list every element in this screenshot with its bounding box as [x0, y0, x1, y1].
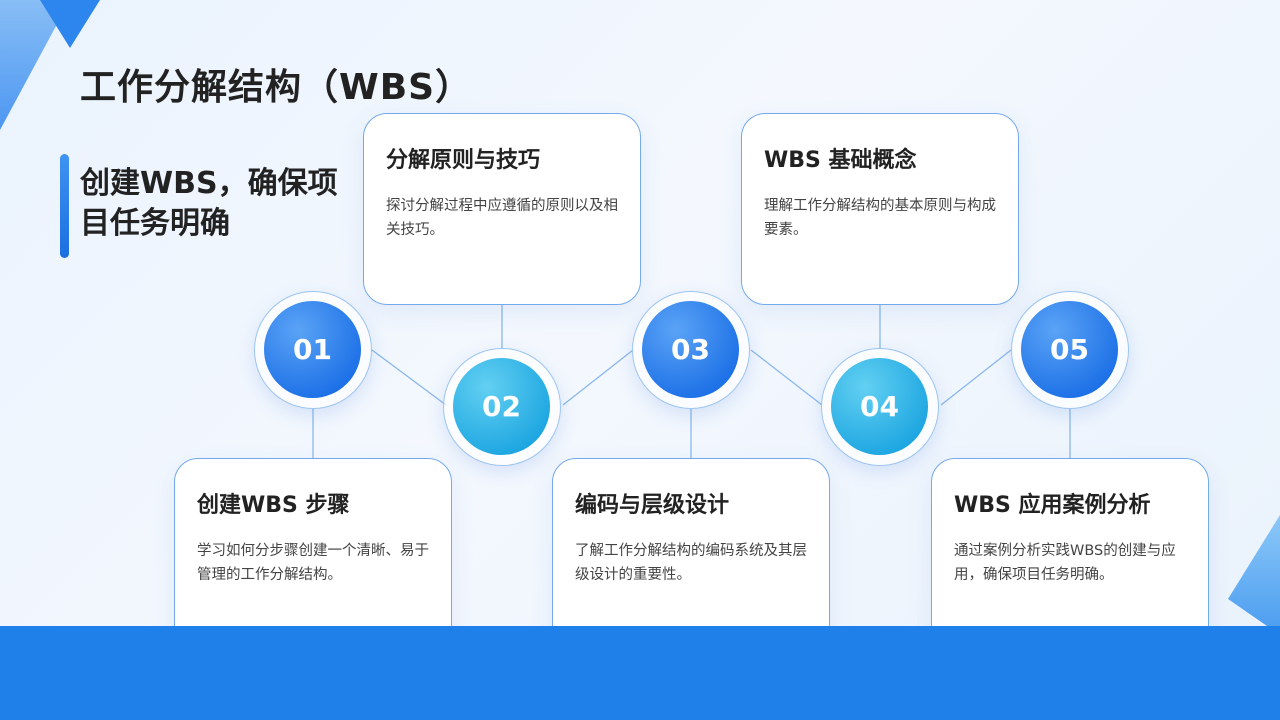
subtitle-accent-bar [60, 154, 69, 258]
step-node-04: 04 [821, 348, 939, 466]
step-number: 01 [264, 301, 361, 398]
step-number: 05 [1021, 301, 1118, 398]
step-card-desc: 通过案例分析实践WBS的创建与应用，确保项目任务明确。 [954, 543, 1176, 583]
step-number: 02 [453, 358, 550, 455]
step-card-desc: 理解工作分解结构的基本原则与构成要素。 [764, 198, 996, 238]
step-card-04: WBS 基础概念 理解工作分解结构的基本原则与构成要素。 [741, 113, 1019, 305]
step-node-01: 01 [254, 291, 372, 409]
footer-bar [0, 626, 1280, 720]
step-number: 04 [831, 358, 928, 455]
step-card-desc: 了解工作分解结构的编码系统及其层级设计的重要性。 [575, 543, 807, 583]
step-card-title: 创建WBS 步骤 [197, 493, 350, 518]
connector-04-05 [940, 349, 1012, 406]
step-card-title: 分解原则与技巧 [386, 148, 541, 173]
step-number: 03 [642, 301, 739, 398]
page-subtitle: 创建WBS，确保项目任务明确 [80, 166, 338, 241]
connector-03-04 [750, 349, 823, 406]
step-card-05: WBS 应用案例分析 通过案例分析实践WBS的创建与应用，确保项目任务明确。 [931, 458, 1209, 648]
connector-01-02 [371, 349, 447, 406]
step-card-title: WBS 应用案例分析 [954, 493, 1151, 518]
step-card-title: WBS 基础概念 [764, 148, 917, 173]
step-card-desc: 探讨分解过程中应遵循的原则以及相关技巧。 [386, 198, 618, 238]
step-node-02: 02 [443, 348, 561, 466]
step-node-05: 05 [1011, 291, 1129, 409]
step-card-title: 编码与层级设计 [575, 493, 730, 518]
page-title: 工作分解结构（WBS） [80, 67, 473, 108]
step-card-02: 分解原则与技巧 探讨分解过程中应遵循的原则以及相关技巧。 [363, 113, 641, 305]
step-card-03: 编码与层级设计 了解工作分解结构的编码系统及其层级设计的重要性。 [552, 458, 830, 648]
step-card-01: 创建WBS 步骤 学习如何分步骤创建一个清晰、易于管理的工作分解结构。 [174, 458, 452, 648]
step-node-03: 03 [632, 291, 750, 409]
step-card-desc: 学习如何分步骤创建一个清晰、易于管理的工作分解结构。 [197, 543, 429, 583]
connector-02-03 [562, 349, 634, 406]
